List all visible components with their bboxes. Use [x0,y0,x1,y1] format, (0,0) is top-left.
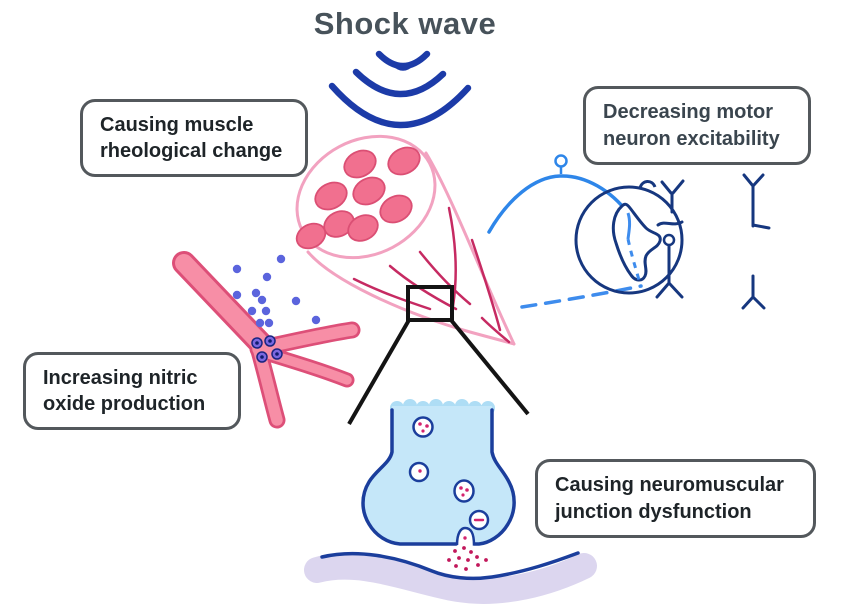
synaptic-vesicles [408,416,490,531]
dashed-axon-arc [520,284,643,309]
label-neuromuscular-junction-dysfunction: Causing neuromuscular junction dysfuncti… [535,459,816,538]
muscle-membrane [304,551,597,604]
nitric-oxide-dots [232,254,321,328]
nerve-arc [487,174,630,234]
label-nitric-oxide-production: Increasing nitric oxide production [23,352,241,430]
label-line: oxide production [43,393,206,415]
neuron-chain [655,173,771,310]
muscle-fiber-bundles [295,146,421,250]
stimulus-node-icon [554,154,568,168]
label-line: Causing neuromuscular [555,474,784,497]
page-title: Shock wave [313,6,497,41]
muscle-cross-section [295,134,516,346]
label-line: junction dysfunction [555,500,752,523]
label-motor-neuron-excitability: Decreasing motor neuron excitability [583,86,811,165]
muscle-fiber-lines [352,206,511,344]
label-line: Increasing nitric [43,366,198,389]
label-line: neuron excitability [603,127,780,150]
released-neurotransmitter-dots [447,546,488,571]
ventral-horn [611,202,662,282]
label-line: rheological change [100,140,283,162]
nitric-oxide-in-vessel-dots [251,335,283,363]
motor-neuron-diagram [487,154,771,310]
synaptic-bouton [361,399,516,571]
magnifier-box [347,285,530,425]
label-line: Decreasing motor [603,101,774,124]
spinal-cord-circle [574,185,684,295]
label-muscle-rheological-change: Causing muscle rheological change [80,99,308,177]
label-line: Causing muscle [100,113,254,136]
shock-wave-icon [328,50,472,129]
